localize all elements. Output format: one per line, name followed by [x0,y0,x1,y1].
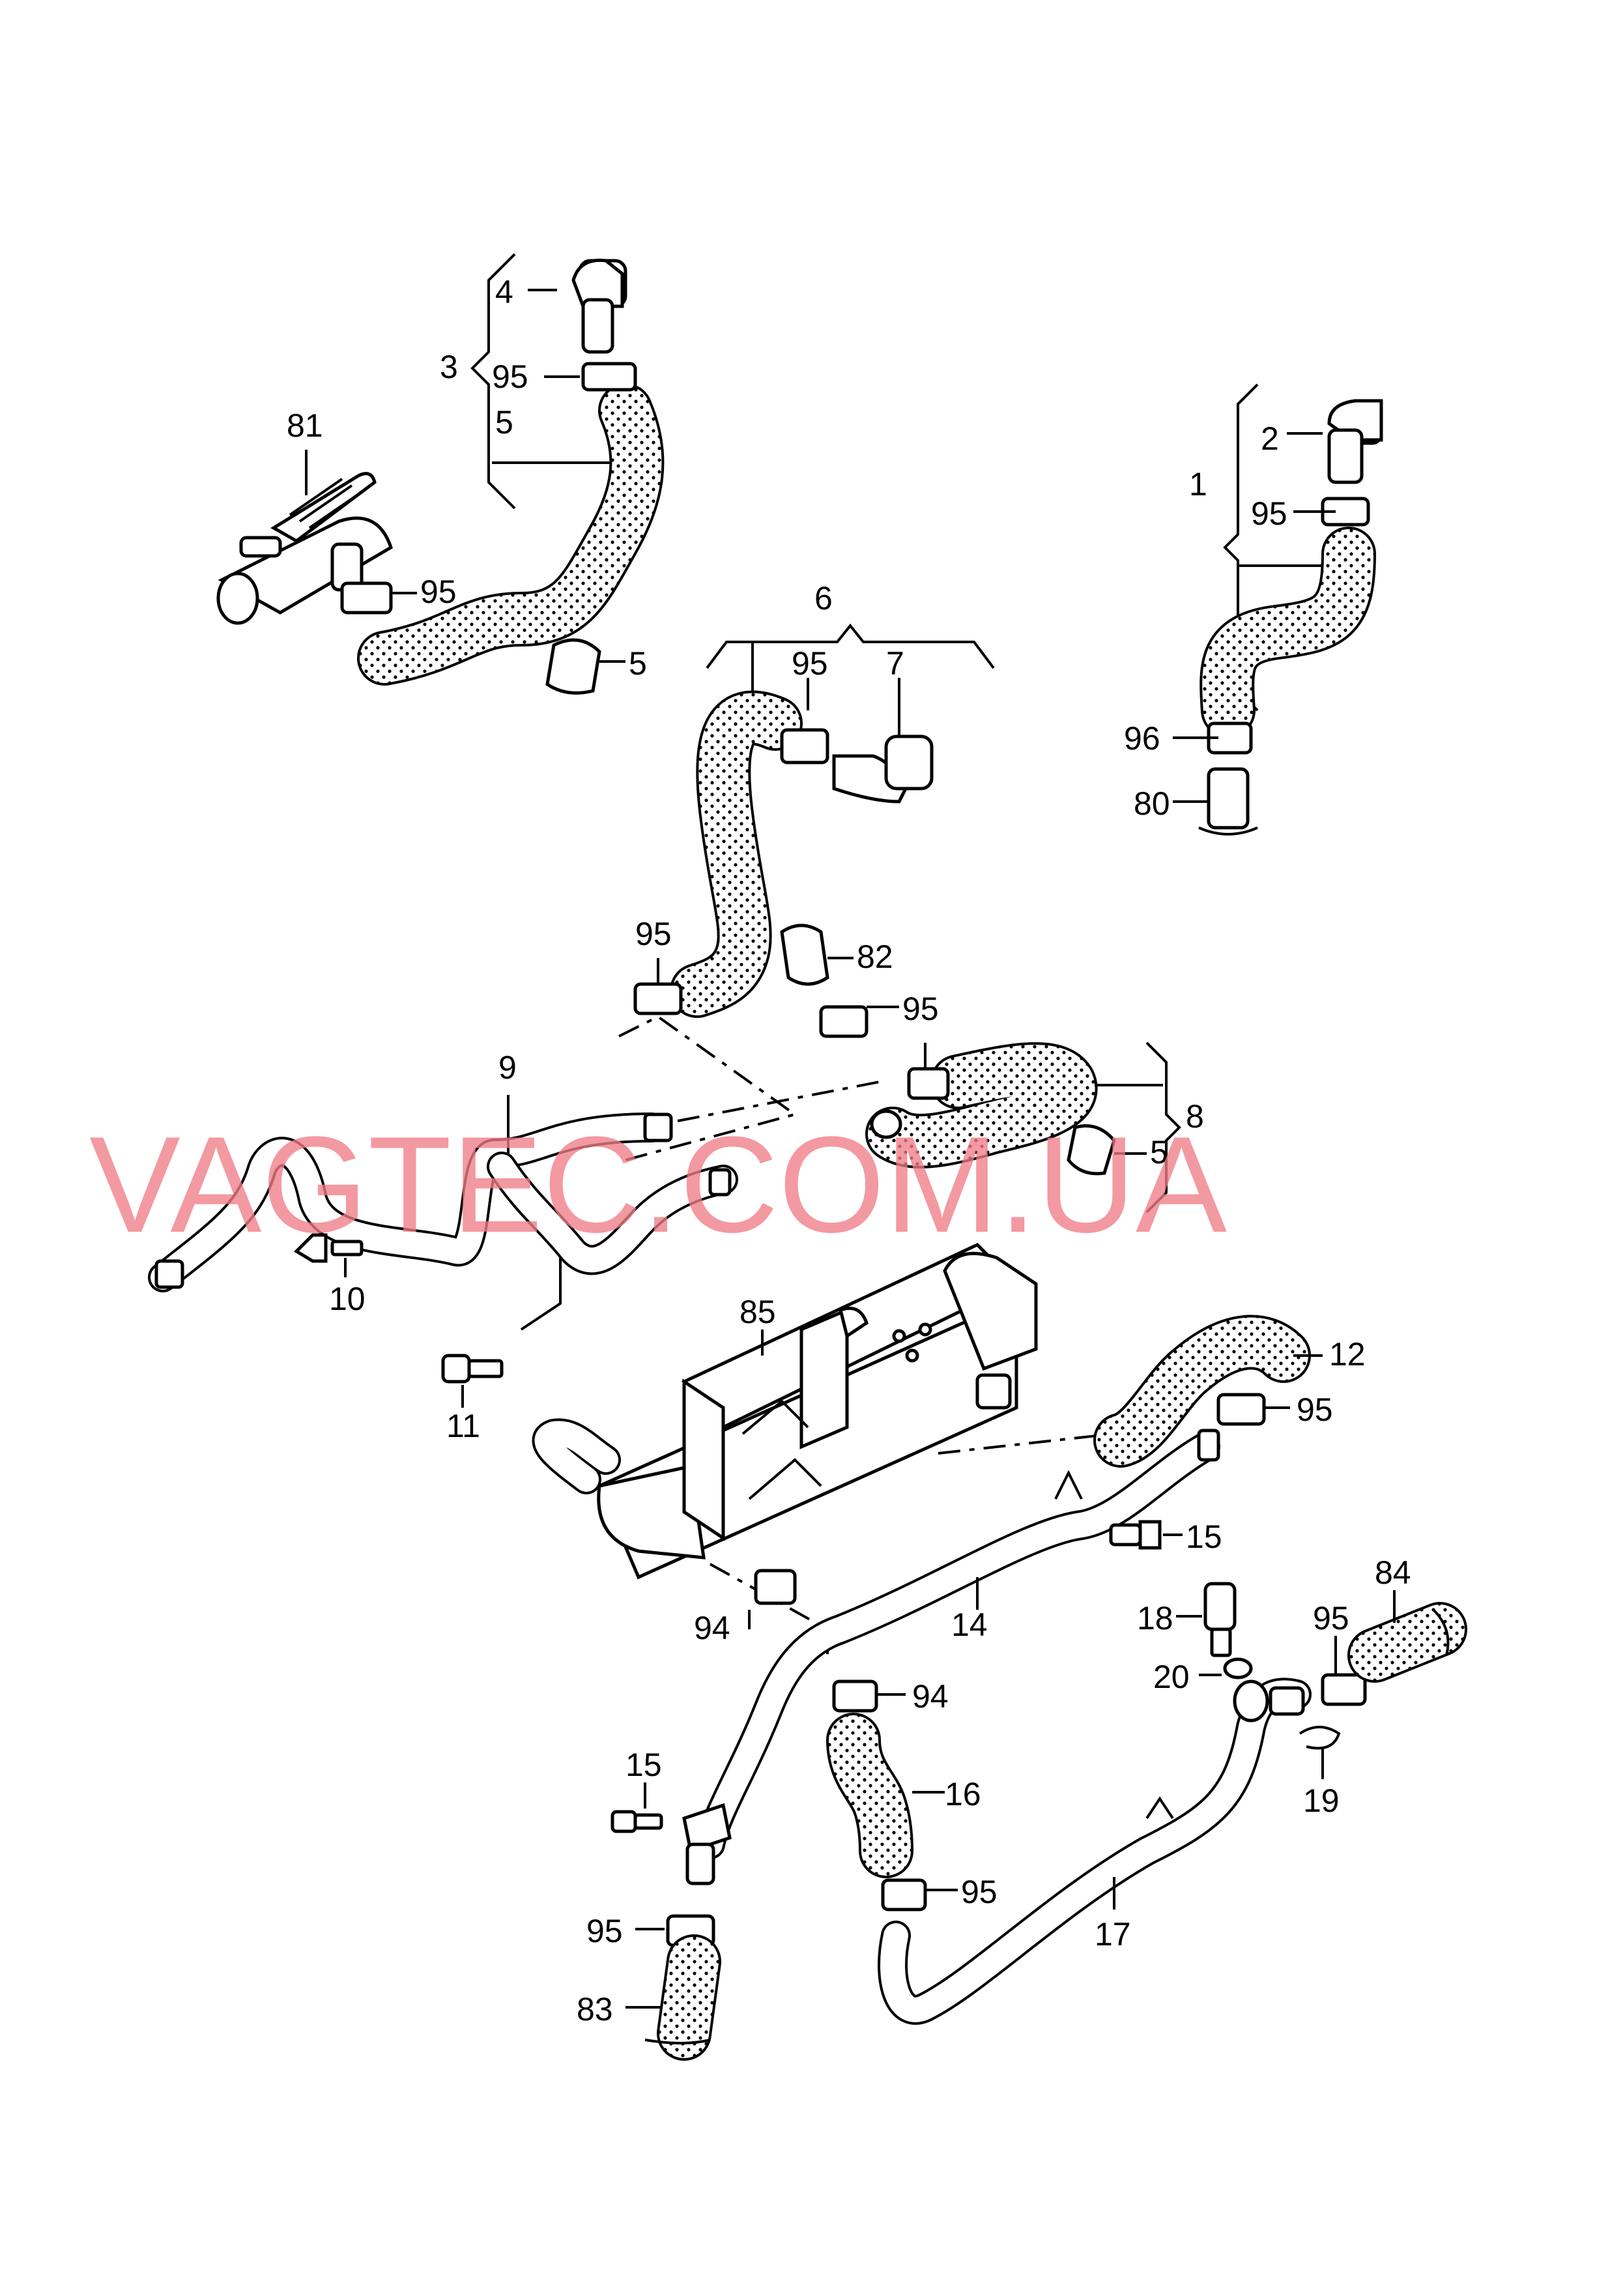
callout-17: 17 [1095,1916,1131,1953]
cooler-pipe-left [532,1418,621,1494]
callout-12: 12 [1329,1336,1366,1373]
callout-96: 96 [1124,720,1160,757]
spring-clip-5 [545,638,601,695]
callout-4: 4 [495,274,513,310]
callout-95: 95 [902,991,939,1027]
callout-15: 15 [625,1747,662,1783]
sensor-18 [1176,1582,1237,1657]
callout-5: 5 [1150,1134,1168,1170]
callout-83: 83 [577,1991,613,2027]
hose-clamp-95-flange [340,581,393,615]
pipe-end-bracket [682,1803,732,1885]
callout-6: 6 [814,580,833,617]
hose-clamp-95-g6b [633,982,683,1015]
coolant-pipe-14 [695,1429,1220,1859]
group-1-assembly [1173,383,1383,836]
coolant-flange-81 [216,472,394,625]
callout-81: 81 [287,407,323,444]
spring-clip-5-g8 [1067,1124,1116,1176]
connector-17-tee [1233,1679,1305,1722]
hose-clamp-95-16 [881,1878,958,1911]
callout-95: 95 [1251,495,1287,532]
group-3-assembly [216,253,665,695]
callout-94: 94 [694,1610,730,1646]
callout-82: 82 [857,938,893,975]
retaining-clip-19 [1299,1726,1341,1779]
hose-clamp-95-g6 [780,728,829,764]
hose-83 [625,1934,721,2061]
elbow-connector-2 [1327,399,1383,484]
hose-12 [1093,1315,1323,1468]
coolant-pipe-9 [148,1095,738,1331]
callout-95: 95 [586,1913,623,1949]
o-ring-20 [1199,1657,1253,1679]
callout-95: 95 [635,916,672,952]
callout-1: 1 [1189,466,1207,502]
hose-84 [1347,1590,1467,1683]
callout-14: 14 [951,1606,988,1643]
group-8-assembly [865,1041,1181,1213]
callout-95: 95 [492,358,528,395]
callout-2: 2 [1261,420,1279,457]
bolt-15-top [1109,1520,1183,1550]
coolant-pipe-17 [878,1678,1312,2025]
callout-95: 95 [961,1874,998,1910]
elbow-connector-7 [832,734,934,804]
hose-clamp-95-12 [1216,1393,1290,1426]
callout-19: 19 [1303,1782,1340,1819]
hose-clamp-95-top [581,362,637,392]
bolt-11 [441,1354,504,1408]
callout-8: 8 [1186,1098,1204,1135]
callout-94: 94 [912,1678,949,1715]
bolt-15-bottom [610,1782,663,1833]
callout-5: 5 [629,645,647,682]
egr-cooler-85 [597,1242,1038,1580]
callout-16: 16 [945,1776,981,1812]
watermark-text: VAGTEC.COM.UA [89,1108,1227,1261]
hose-clamp-95-82 [819,1005,899,1038]
callout-84: 84 [1375,1554,1411,1591]
pipe-stub-80 [1198,767,1258,836]
hose-clamp-94-b [832,1679,906,1713]
hose-clamp-95-84 [1321,1636,1367,1706]
callout-5: 5 [495,404,513,441]
callout-3: 3 [440,349,458,385]
callout-20: 20 [1153,1659,1190,1695]
elbow-connector-4 [571,258,627,354]
callout-95: 95 [420,574,457,610]
group-6-assembly [633,623,995,1018]
callout-labels: 1 2 95 96 80 3 4 95 5 81 95 5 6 95 7 95 … [287,274,1411,2027]
hose-clamp-94-a [748,1569,797,1629]
callout-85: 85 [740,1294,776,1330]
callout-15: 15 [1186,1519,1222,1555]
hose-16 [826,1713,945,1878]
callout-10: 10 [329,1281,366,1317]
callout-95: 95 [1313,1600,1349,1636]
callout-18: 18 [1137,1600,1173,1636]
pipe-82 [780,923,854,986]
callout-7: 7 [886,645,904,682]
callout-95: 95 [1297,1391,1333,1428]
bolt-10 [293,1233,364,1277]
callout-95: 95 [792,645,828,682]
callout-9: 9 [498,1049,517,1086]
callout-80: 80 [1134,785,1170,822]
hose-clamp-95-g8 [907,1043,950,1100]
callout-11: 11 [446,1408,480,1444]
